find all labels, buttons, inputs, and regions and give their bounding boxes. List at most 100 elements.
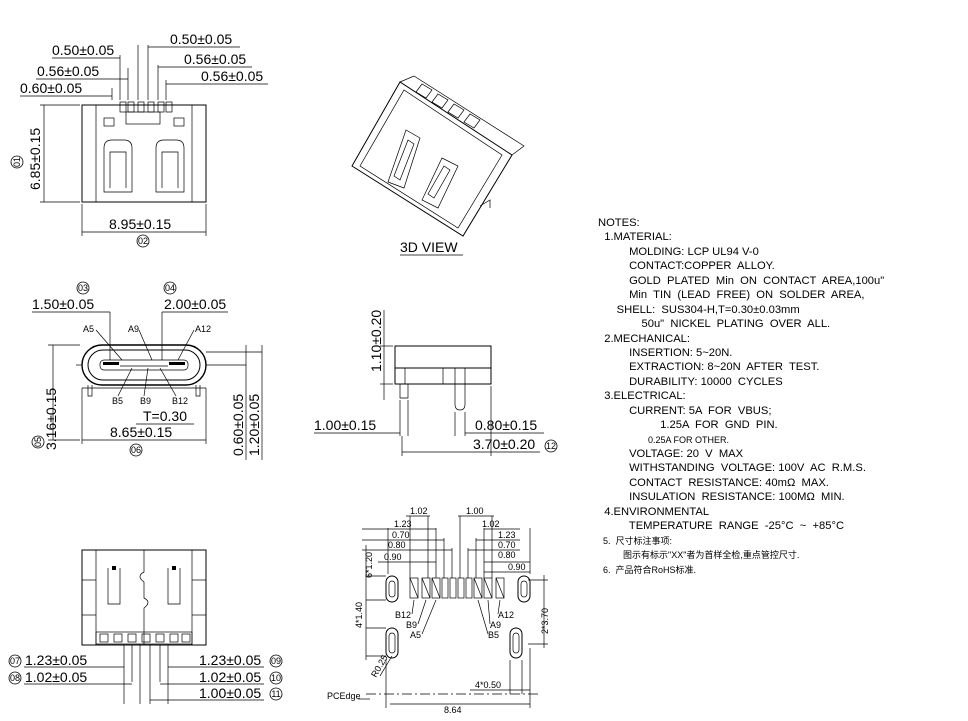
pcb-pin-b5: B5 (488, 630, 499, 640)
pcb-pin-a9: A9 (490, 620, 501, 630)
front-right-dim-2: 1.20±0.05 (246, 394, 262, 456)
side-right-dim: 0.80±0.15 (475, 417, 537, 433)
3d-view-label: 3D VIEW (400, 239, 458, 255)
pcb-pin-b9: B9 (406, 620, 417, 630)
bottom-tag-2: 08 (10, 673, 20, 683)
note-line: NOTES: (598, 217, 640, 229)
bottom-dim-4: 1.02±0.05 (199, 669, 261, 685)
side-length-dim: 3.70±0.20 (473, 436, 535, 452)
bottom-dim-2: 1.02±0.05 (25, 669, 87, 685)
side-view: 1.10±0.20 1.00±0.15 0.80±0.15 3.70±0.20 … (314, 310, 558, 456)
pcb-dim-9: 0.90 (384, 552, 402, 562)
pcb-left-dim-1: 6*1.20 (364, 552, 374, 578)
bottom-tag-1: 07 (10, 656, 20, 666)
note-line: 图示有标示"XX"者为首样全检,重点管控尺寸. (598, 550, 800, 561)
front-tag-right: 04 (165, 283, 175, 293)
note-line: CURRENT: 5A FOR VBUS; (598, 404, 772, 417)
side-length-tag: 12 (546, 441, 556, 451)
note-line: 1.MATERIAL: (598, 231, 672, 244)
bottom-tag-4: 10 (271, 673, 281, 683)
pcb-slot-dim: 4*0.50 (475, 680, 501, 690)
front-width-tag: 06 (131, 445, 141, 455)
note-line: VOLTAGE: 20 V MAX (598, 448, 744, 460)
note-line: 6. 产品符合RoHS标准. (598, 564, 697, 575)
note-line: 50u" NICKEL PLATING OVER ALL. (598, 318, 831, 331)
bottom-tag-5: 11 (271, 689, 280, 699)
front-view: 03 04 1.50±0.05 2.00±0.05 A5 A9 A12 B5 B… (31, 281, 263, 460)
bottom-dim-5: 1.00±0.05 (199, 685, 261, 701)
top-height-tag: 01 (12, 157, 22, 167)
top-dim-5: 0.56±0.05 (184, 51, 246, 67)
pcb-dim-7: 0.80 (388, 540, 406, 550)
top-dim-2: 0.56±0.05 (37, 63, 99, 79)
pin-label-b5: B5 (112, 396, 123, 406)
pcb-signal-pads (409, 577, 505, 599)
front-thickness: T=0.30 (143, 408, 187, 424)
note-line: 5. 尺寸标注事项: (598, 535, 673, 546)
note-line: 3.ELECTRICAL: (598, 390, 686, 403)
top-dim-6: 0.56±0.05 (201, 68, 263, 84)
note-line: GOLD PLATED Min ON CONTACT AREA,100u" (598, 274, 885, 287)
note-line: INSULATION RESISTANCE: 100MΩ MIN. (598, 491, 845, 504)
side-left-dim: 1.00±0.15 (314, 417, 376, 433)
note-line: INSERTION: 5~20N. (598, 346, 733, 359)
note-line: MOLDING: LCP UL94 V-0 (598, 245, 759, 258)
bottom-tag-3: 09 (271, 656, 281, 666)
note-line: 1.25A FOR GND PIN. (598, 419, 778, 432)
bottom-view: 07 1.23±0.05 08 1.02±0.05 1.23±0.05 09 1… (8, 549, 283, 704)
pcb-dim-8: 0.80 (498, 550, 516, 560)
top-view: 0.50±0.05 0.56±0.05 0.60±0.05 0.50±0.05 … (10, 31, 268, 248)
front-width-dim: 8.65±0.15 (110, 424, 172, 440)
pcb-dim-1: 1.02 (410, 506, 428, 516)
note-line: WITHSTANDING VOLTAGE: 100V AC R.M.S. (598, 462, 866, 475)
front-tag-left: 03 (78, 283, 88, 293)
note-line: SHELL: SUS304-H,T=0.30±0.03mm (598, 303, 800, 316)
pcb-radius: R0.25 (369, 653, 390, 679)
side-height-dim: 1.10±0.20 (368, 310, 384, 372)
pcb-pin-a12: A12 (498, 610, 514, 620)
note-line: CONTACT:COPPER ALLOY. (598, 260, 775, 273)
pcb-left-dim-2: 4*1.40 (354, 602, 364, 628)
pcb-pin-b12: B12 (395, 610, 411, 620)
top-dim-1: 0.50±0.05 (52, 42, 114, 58)
front-dim-right: 2.00±0.05 (164, 296, 226, 312)
front-dim-left: 1.50±0.05 (32, 296, 94, 312)
note-line: 2.MECHANICAL: (598, 332, 691, 345)
note-line: 4.ENVIRONMENTAL (598, 505, 710, 518)
pcb-pin-a5: A5 (410, 630, 421, 640)
note-line: CONTACT RESISTANCE: 40mΩ MAX. (598, 476, 829, 489)
pin-label-a12: A12 (195, 324, 211, 334)
pcb-dim-10: 0.90 (508, 562, 526, 572)
pcb-edge-label: PCEdge (327, 691, 361, 701)
pcb-dim-5: 0.70 (392, 530, 410, 540)
note-line: DURABILITY: 10000 CYCLES (598, 375, 783, 388)
pcb-dim-6: 0.70 (498, 540, 516, 550)
front-height-dim: 3.16±0.15 (43, 388, 59, 450)
top-dim-4: 0.50±0.05 (170, 31, 232, 47)
top-dim-3: 0.60±0.05 (20, 80, 82, 96)
top-width-dim: 8.95±0.15 (109, 216, 171, 232)
note-line: TEMPERATURE RANGE -25°C ~ +85°C (598, 520, 845, 533)
pin-label-a9: A9 (128, 324, 139, 334)
pcb-width-dim: 8.64 (444, 705, 462, 715)
pcb-dim-3: 1.23 (394, 519, 412, 529)
pcb-right-dim: 2*3.70 (540, 608, 550, 634)
pcb-dim-11: 1.23 (498, 530, 516, 540)
pin-label-a5: A5 (83, 324, 94, 334)
pcb-dim-2: 1.00 (466, 506, 484, 516)
bottom-dim-1: 1.23±0.05 (25, 652, 87, 668)
bottom-dim-3: 1.23±0.05 (199, 652, 261, 668)
pcb-layout: 1.02 1.00 1.23 1.02 0.70 0.70 0.80 0.80 … (327, 506, 550, 715)
pin-label-b12: B12 (172, 396, 188, 406)
top-width-tag: 02 (138, 236, 148, 246)
3d-view: 3D VIEW (351, 75, 525, 256)
front-height-tag: 05 (33, 437, 43, 447)
front-right-dim-1: 0.60±0.05 (230, 394, 246, 456)
note-line: 0.25A FOR OTHER. (598, 434, 730, 445)
pcb-dim-4: 1.02 (482, 519, 500, 529)
note-line: Min TIN (LEAD FREE) ON SOLDER AREA, (598, 289, 865, 302)
top-height-dim: 6.85±0.15 (27, 128, 43, 190)
pin-label-b9: B9 (140, 396, 151, 406)
notes-block: NOTES: 1.MATERIAL: MOLDING: LCP UL94 V-0… (598, 216, 884, 577)
